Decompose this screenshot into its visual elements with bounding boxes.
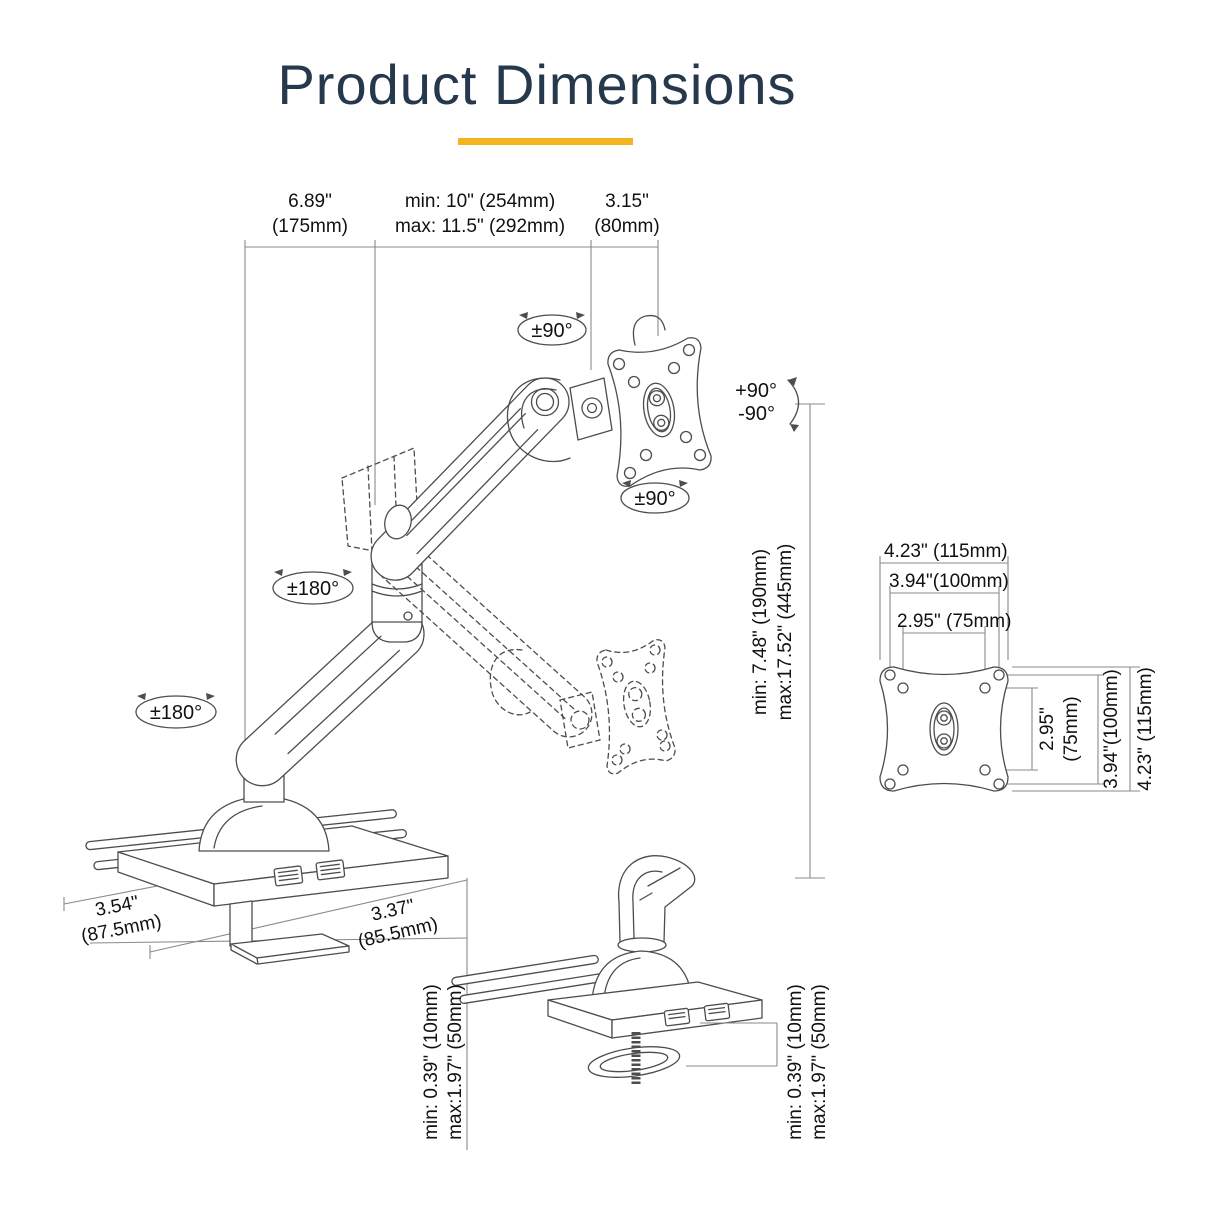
height-max-label: max:17.52" (445mm)	[775, 544, 796, 721]
grommet-min-label: min: 0.39" (10mm)	[785, 984, 806, 1140]
dim-top-left-in: 6.89"	[288, 191, 332, 212]
vesa-h75-mm-label: (75mm)	[1061, 696, 1082, 761]
vesa-head-plate	[607, 314, 712, 487]
usb-port	[703, 1002, 731, 1022]
clamp-min-label: min: 0.39" (10mm)	[421, 984, 442, 1140]
head-swivel-badge	[517, 312, 587, 346]
vesa-h100-label: 3.94"(100mm)	[1101, 669, 1122, 789]
arm-swivel-badge	[272, 569, 354, 605]
tilt-bracket	[569, 377, 613, 441]
tilt-arrow	[787, 377, 800, 432]
dim-top-right-mm: (80mm)	[594, 216, 659, 237]
clamp-max-label: max:1.97" (50mm)	[445, 984, 466, 1140]
grommet-max-label: max:1.97" (50mm)	[809, 984, 830, 1140]
upper-arm	[370, 377, 570, 581]
lower-arm	[235, 607, 425, 787]
clamp-base	[117, 825, 449, 965]
vesa-w115-label: 4.23" (115mm)	[884, 541, 1008, 562]
head-rotate-badge	[620, 480, 690, 514]
grommet-mount-drawing	[451, 855, 778, 1086]
base-swivel-label: ±180°	[150, 702, 202, 724]
tilt-down-label: -90°	[738, 403, 775, 425]
elbow-cap	[530, 387, 560, 417]
monitor-arm-drawing	[85, 314, 712, 965]
dim-top-left-mm: (175mm)	[272, 216, 348, 237]
vesa-w100-label: 3.94"(100mm)	[889, 571, 1009, 592]
usb-port	[315, 859, 346, 881]
dim-top-right-in: 3.15"	[605, 191, 649, 212]
height-min-label: min: 7.48" (190mm)	[750, 549, 771, 715]
usb-port	[663, 1007, 691, 1027]
head-swivel-label: ±90°	[531, 320, 572, 342]
desk-clamp	[229, 900, 350, 965]
head-rotate-label: ±90°	[634, 488, 675, 510]
rotation-annotations	[135, 312, 800, 729]
vesa-pattern-detail	[879, 666, 1009, 792]
page-title: Product Dimensions	[277, 53, 797, 116]
accent-underline	[458, 138, 633, 145]
shoulder-end-cap	[384, 504, 412, 540]
base-swivel-badge	[135, 693, 217, 729]
vesa-h75-in-label: 2.95"	[1037, 707, 1058, 751]
cable-clip	[506, 377, 571, 463]
dim-top-mid-max: max: 11.5" (292mm)	[395, 216, 565, 237]
vesa-w75-label: 2.95" (75mm)	[897, 611, 1011, 632]
dim-top-mid-min: min: 10" (254mm)	[405, 191, 555, 212]
tilt-up-label: +90°	[735, 380, 777, 402]
usb-port	[273, 865, 304, 887]
vesa-h115-label: 4.23" (115mm)	[1135, 667, 1156, 791]
dimension-labels: 6.89" (175mm) min: 10" (254mm) max: 11.5…	[79, 191, 1156, 1140]
arm-stub-hook	[618, 855, 696, 943]
arm-swivel-label: ±180°	[287, 578, 339, 600]
